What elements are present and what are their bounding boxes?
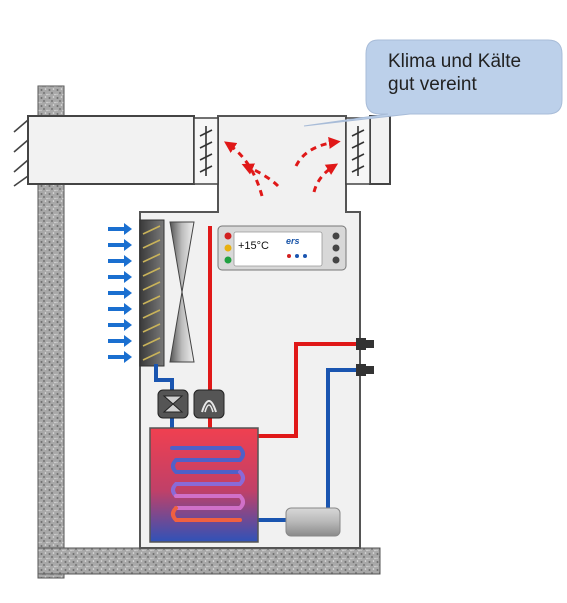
pump-icon [285, 507, 341, 537]
brand-logo: ers [286, 236, 300, 246]
pipe-couplings [356, 338, 374, 376]
compressor-icon [193, 389, 225, 419]
status-led-red [224, 232, 232, 240]
airflow-arrow-icon [108, 223, 132, 363]
building-walls [13, 85, 391, 579]
expansion-valve-icon [157, 389, 189, 419]
fan-icon [169, 221, 195, 363]
status-led-yellow [224, 244, 232, 252]
callout-text: Klima und Kälte gut vereint [388, 50, 558, 96]
warm-air-arrows [224, 137, 341, 197]
controller-panel [217, 225, 347, 271]
callout-bubble [303, 39, 563, 127]
temperature-readout: +15°C [238, 240, 270, 252]
cold-pipes [154, 364, 362, 526]
callout-line-1: Klima und Kälte [388, 51, 522, 72]
status-led-green [224, 256, 232, 264]
callout-line-2: gut vereint [388, 74, 477, 95]
storage-tank [149, 427, 259, 543]
coil-icon [139, 219, 165, 367]
